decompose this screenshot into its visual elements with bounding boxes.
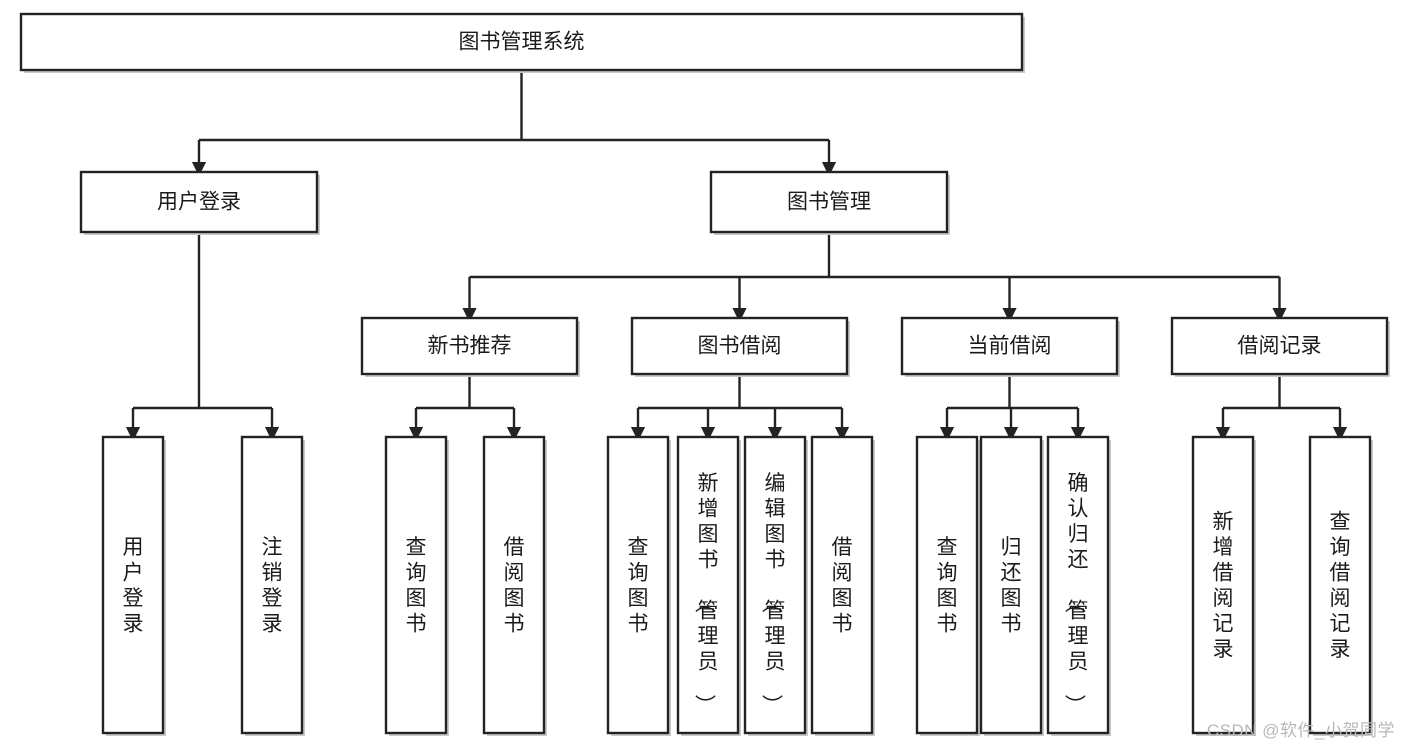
node-label: 新书推荐 bbox=[428, 335, 512, 358]
node-rect[interactable] bbox=[915, 435, 979, 735]
node-leaf-add-book[interactable]: 新增图书（管理员） bbox=[676, 435, 741, 736]
node-rect[interactable] bbox=[676, 435, 740, 735]
edges-layer bbox=[125, 70, 1348, 442]
node-label: 借阅图书 bbox=[832, 536, 853, 636]
node-leaf-user-login[interactable]: 用户登录 bbox=[101, 435, 166, 736]
node-label: 用户登录 bbox=[157, 191, 241, 214]
node-label: 用户登录 bbox=[123, 536, 144, 636]
node-label: 图书管理系统 bbox=[459, 31, 585, 54]
node-leaf-query-book-3[interactable]: 查询图书 bbox=[915, 435, 980, 736]
node-rect[interactable] bbox=[630, 316, 849, 376]
node-leaf-query-record[interactable]: 查询借阅记录 bbox=[1308, 435, 1373, 736]
node-rect[interactable] bbox=[19, 12, 1024, 72]
node-label: 图书管理 bbox=[787, 191, 871, 214]
node-label: 新增借阅记录 bbox=[1213, 510, 1234, 661]
node-rect[interactable] bbox=[101, 435, 165, 735]
node-rect[interactable] bbox=[900, 316, 1119, 376]
node-root[interactable]: 图书管理系统 bbox=[19, 12, 1025, 73]
node-rect[interactable] bbox=[979, 435, 1043, 735]
node-rect[interactable] bbox=[1170, 316, 1389, 376]
node-label: 借阅记录 bbox=[1238, 335, 1322, 358]
node-borrow-record[interactable]: 借阅记录 bbox=[1170, 316, 1390, 377]
edge-group-book-manage bbox=[462, 232, 1287, 323]
node-rect[interactable] bbox=[482, 435, 546, 735]
node-rect[interactable] bbox=[1191, 435, 1255, 735]
node-leaf-borrow-book-1[interactable]: 借阅图书 bbox=[482, 435, 547, 736]
edge-group-root bbox=[191, 70, 837, 177]
node-leaf-query-book-2[interactable]: 查询图书 bbox=[606, 435, 671, 736]
node-leaf-add-record[interactable]: 新增借阅记录 bbox=[1191, 435, 1256, 736]
node-rect[interactable] bbox=[709, 170, 949, 234]
node-label: 查询图书 bbox=[406, 536, 427, 636]
node-label: 查询图书 bbox=[628, 536, 649, 636]
node-leaf-query-book-1[interactable]: 查询图书 bbox=[384, 435, 449, 736]
node-current-borrow[interactable]: 当前借阅 bbox=[900, 316, 1120, 377]
node-label: 图书借阅 bbox=[698, 335, 782, 358]
node-label: 当前借阅 bbox=[968, 335, 1052, 358]
node-leaf-return-book[interactable]: 归还图书 bbox=[979, 435, 1044, 736]
node-rect[interactable] bbox=[360, 316, 579, 376]
node-label: 归还图书 bbox=[1001, 536, 1022, 636]
node-label: 新增图书（管理员） bbox=[693, 472, 719, 715]
node-rect[interactable] bbox=[1308, 435, 1372, 735]
node-label: 确认归还（管理员） bbox=[1063, 472, 1089, 715]
node-label: 借阅图书 bbox=[504, 536, 525, 636]
node-rect[interactable] bbox=[606, 435, 670, 735]
node-label: 查询借阅记录 bbox=[1330, 510, 1351, 661]
edge-group-borrow-record bbox=[1215, 374, 1348, 442]
node-user-login[interactable]: 用户登录 bbox=[79, 170, 320, 235]
node-book-manage[interactable]: 图书管理 bbox=[709, 170, 950, 235]
node-new-book-recommend[interactable]: 新书推荐 bbox=[360, 316, 580, 377]
edge-group-book-borrow bbox=[630, 374, 850, 442]
node-rect[interactable] bbox=[810, 435, 874, 735]
node-label: 编辑图书（管理员） bbox=[760, 472, 786, 715]
node-label: 注销登录 bbox=[262, 536, 283, 636]
node-leaf-edit-book[interactable]: 编辑图书（管理员） bbox=[743, 435, 808, 736]
node-rect[interactable] bbox=[1046, 435, 1110, 735]
edge-group-user-login bbox=[125, 232, 280, 442]
node-rect[interactable] bbox=[743, 435, 807, 735]
node-rect[interactable] bbox=[240, 435, 304, 735]
edge-group-current-borrow bbox=[939, 374, 1086, 442]
node-leaf-logout[interactable]: 注销登录 bbox=[240, 435, 305, 736]
node-rect[interactable] bbox=[384, 435, 448, 735]
nodes-layer: 图书管理系统用户登录图书管理新书推荐图书借阅当前借阅借阅记录用户登录注销登录查询… bbox=[19, 12, 1390, 736]
edge-group-new-book-recommend bbox=[408, 374, 522, 442]
node-rect[interactable] bbox=[79, 170, 319, 234]
node-leaf-borrow-book-2[interactable]: 借阅图书 bbox=[810, 435, 875, 736]
node-label: 查询图书 bbox=[937, 536, 958, 636]
node-leaf-confirm-return[interactable]: 确认归还（管理员） bbox=[1046, 435, 1111, 736]
node-book-borrow[interactable]: 图书借阅 bbox=[630, 316, 850, 377]
watermark-text: CSDN @软件_小贺同学 bbox=[1206, 721, 1395, 740]
